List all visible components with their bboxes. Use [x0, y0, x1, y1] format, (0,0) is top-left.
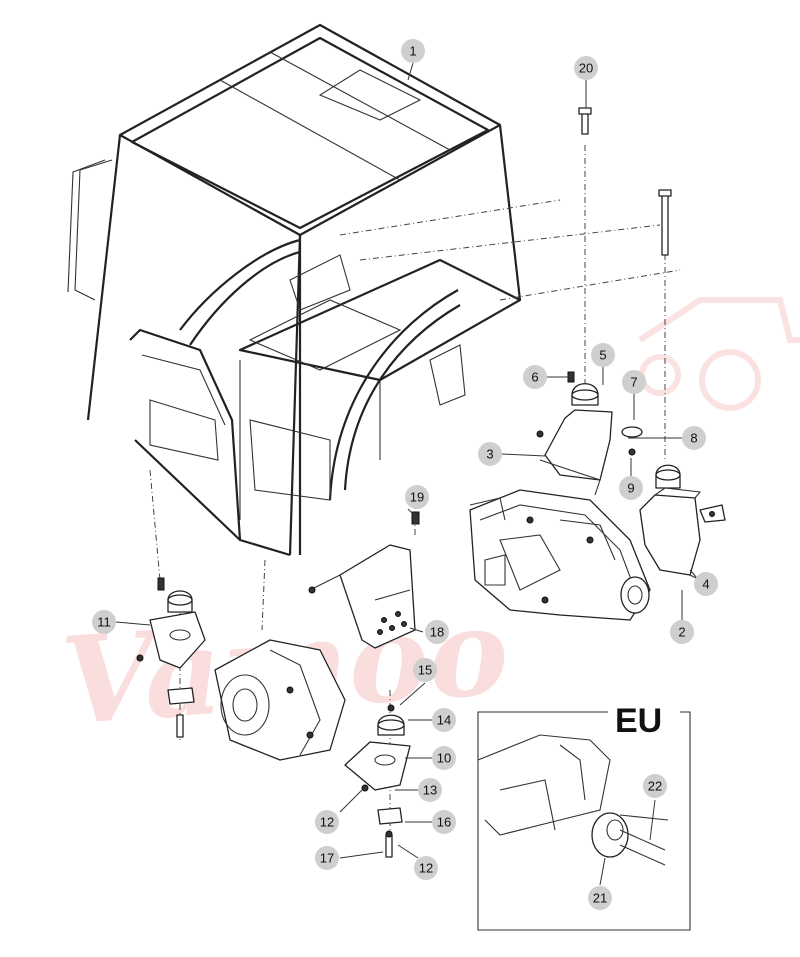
callouts: 1 20 5 6 7 8 3 9 19 4 2 11 18 15 14 10 1… — [92, 39, 718, 910]
callout-12-lower: 12 — [414, 856, 438, 880]
watermark-tractor-icon — [638, 297, 800, 411]
gearbox-rear — [469, 489, 651, 621]
callout-3: 3 — [478, 442, 502, 466]
cab-frame — [67, 23, 522, 557]
svg-text:22: 22 — [648, 779, 662, 794]
callout-12-upper: 12 — [315, 810, 339, 834]
rear-mount-assembly — [639, 464, 726, 581]
svg-text:11: 11 — [97, 615, 111, 630]
svg-text:1: 1 — [409, 44, 416, 59]
svg-text:6: 6 — [531, 370, 538, 385]
svg-text:12: 12 — [419, 861, 433, 876]
leader-lines — [115, 62, 698, 886]
callout-22: 22 — [643, 774, 667, 798]
svg-text:17: 17 — [320, 851, 334, 866]
svg-text:15: 15 — [418, 663, 432, 678]
callout-2: 2 — [670, 620, 694, 644]
svg-text:2: 2 — [678, 625, 685, 640]
callout-16: 16 — [432, 810, 456, 834]
svg-text:9: 9 — [627, 481, 634, 496]
callout-17: 17 — [315, 846, 339, 870]
long-bolt-right — [658, 189, 672, 256]
callout-11: 11 — [92, 610, 116, 634]
svg-text:13: 13 — [423, 783, 437, 798]
long-bolt-20 — [578, 107, 592, 135]
callout-20: 20 — [574, 56, 598, 80]
svg-text:21: 21 — [593, 891, 607, 906]
callout-18: 18 — [425, 620, 449, 644]
svg-text:10: 10 — [437, 751, 451, 766]
callout-21: 21 — [588, 886, 612, 910]
callout-14: 14 — [432, 708, 456, 732]
lower-mount-assembly — [344, 704, 411, 858]
callout-1: 1 — [401, 39, 425, 63]
callout-8: 8 — [682, 426, 706, 450]
svg-text:16: 16 — [437, 815, 451, 830]
svg-text:5: 5 — [599, 348, 606, 363]
bolt-19 — [411, 511, 420, 525]
svg-text:8: 8 — [690, 431, 697, 446]
callout-13: 13 — [418, 778, 442, 802]
svg-text:18: 18 — [430, 625, 444, 640]
callout-7: 7 — [622, 370, 646, 394]
eu-label: EU — [615, 702, 662, 740]
callout-19: 19 — [405, 485, 429, 509]
callout-10: 10 — [432, 746, 456, 770]
gearbox-front — [214, 639, 346, 761]
svg-text:20: 20 — [579, 61, 593, 76]
callout-4: 4 — [694, 572, 718, 596]
svg-text:7: 7 — [630, 375, 637, 390]
eu-inset: EU — [477, 702, 691, 931]
svg-text:4: 4 — [702, 577, 709, 592]
left-mount-assembly — [136, 577, 206, 738]
svg-text:14: 14 — [437, 713, 451, 728]
svg-text:12: 12 — [320, 815, 334, 830]
callout-6: 6 — [523, 365, 547, 389]
callout-5: 5 — [591, 343, 615, 367]
callout-9: 9 — [619, 476, 643, 500]
front-mount-assembly — [536, 371, 643, 496]
svg-text:3: 3 — [486, 447, 493, 462]
svg-text:19: 19 — [410, 490, 424, 505]
callout-15: 15 — [413, 658, 437, 682]
